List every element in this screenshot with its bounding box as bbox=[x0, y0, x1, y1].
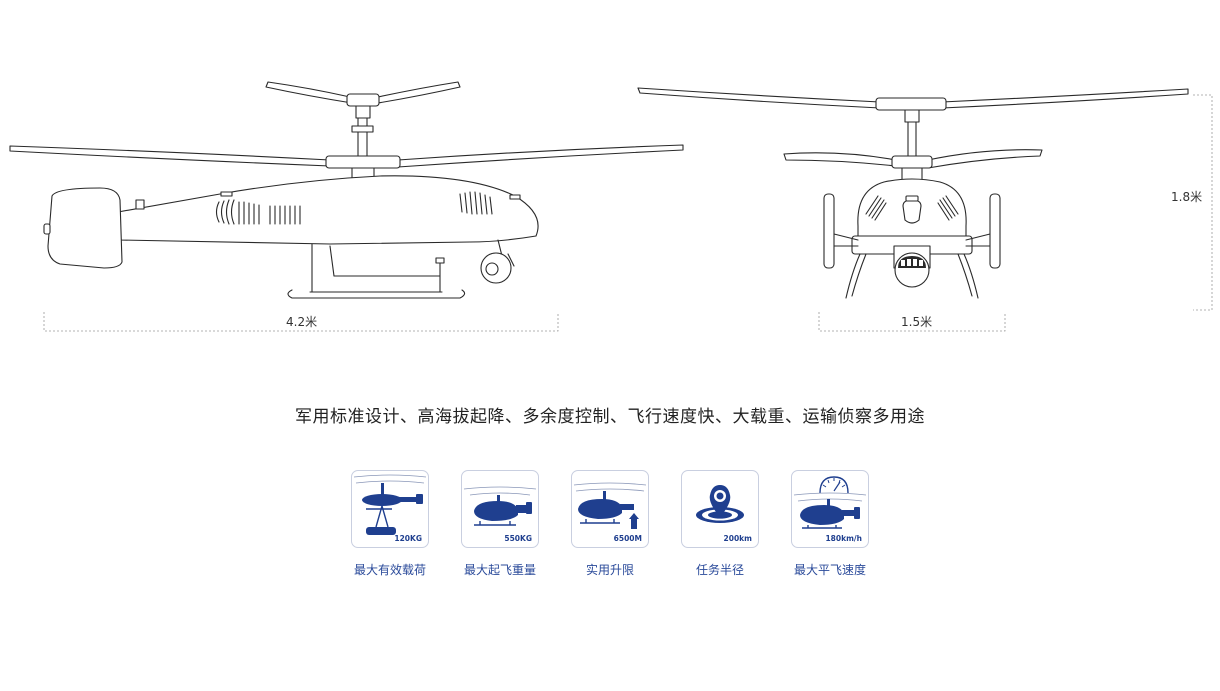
feature-list: 120KG 最大有效载荷 550KG 最大起飞重量 bbox=[0, 470, 1220, 578]
feature-mission-radius: 200km 任务半径 bbox=[681, 470, 759, 578]
feature-label: 最大起飞重量 bbox=[463, 563, 536, 577]
feature-service-ceiling: 6500M 实用升限 bbox=[571, 470, 649, 578]
radius-target-icon bbox=[696, 485, 744, 523]
feature-value: 6500M bbox=[613, 534, 642, 543]
feature-value: 200km bbox=[723, 534, 752, 543]
feature-card: 6500M bbox=[571, 470, 649, 548]
ceiling-helicopter-icon bbox=[573, 482, 647, 529]
feature-label: 最大有效载荷 bbox=[353, 563, 426, 577]
takeoff-weight-helicopter-icon bbox=[463, 486, 537, 526]
side-view-helicopter-icon bbox=[9, 81, 684, 332]
width-dimension-label: 1.5米 bbox=[901, 315, 933, 329]
feature-max-takeoff-weight: 550KG 最大起飞重量 bbox=[461, 470, 539, 578]
height-dimension-label: 1.8米 bbox=[1171, 190, 1203, 204]
front-view-helicopter-icon bbox=[637, 87, 1213, 332]
feature-card: 200km bbox=[681, 470, 759, 548]
feature-tagline: 军用标准设计、高海拔起降、多余度控制、飞行速度快、大载重、运输侦察多用途 bbox=[295, 407, 925, 427]
feature-label: 实用升限 bbox=[585, 563, 634, 577]
feature-label: 最大平飞速度 bbox=[793, 563, 866, 577]
feature-value: 120KG bbox=[394, 534, 422, 543]
feature-card: 550KG bbox=[461, 470, 539, 548]
feature-label: 任务半径 bbox=[695, 563, 744, 577]
feature-value: 180km/h bbox=[825, 534, 862, 543]
feature-max-payload: 120KG 最大有效载荷 bbox=[351, 470, 429, 578]
payload-helicopter-icon bbox=[353, 474, 427, 535]
feature-card: 180km/h bbox=[791, 470, 869, 548]
length-dimension-label: 4.2米 bbox=[286, 315, 318, 329]
feature-card: 120KG bbox=[351, 470, 429, 548]
speed-gauge-helicopter-icon bbox=[793, 476, 867, 529]
feature-value: 550KG bbox=[504, 534, 532, 543]
helicopter-drawings bbox=[9, 81, 1213, 332]
feature-max-speed: 180km/h 最大平飞速度 bbox=[791, 470, 869, 578]
